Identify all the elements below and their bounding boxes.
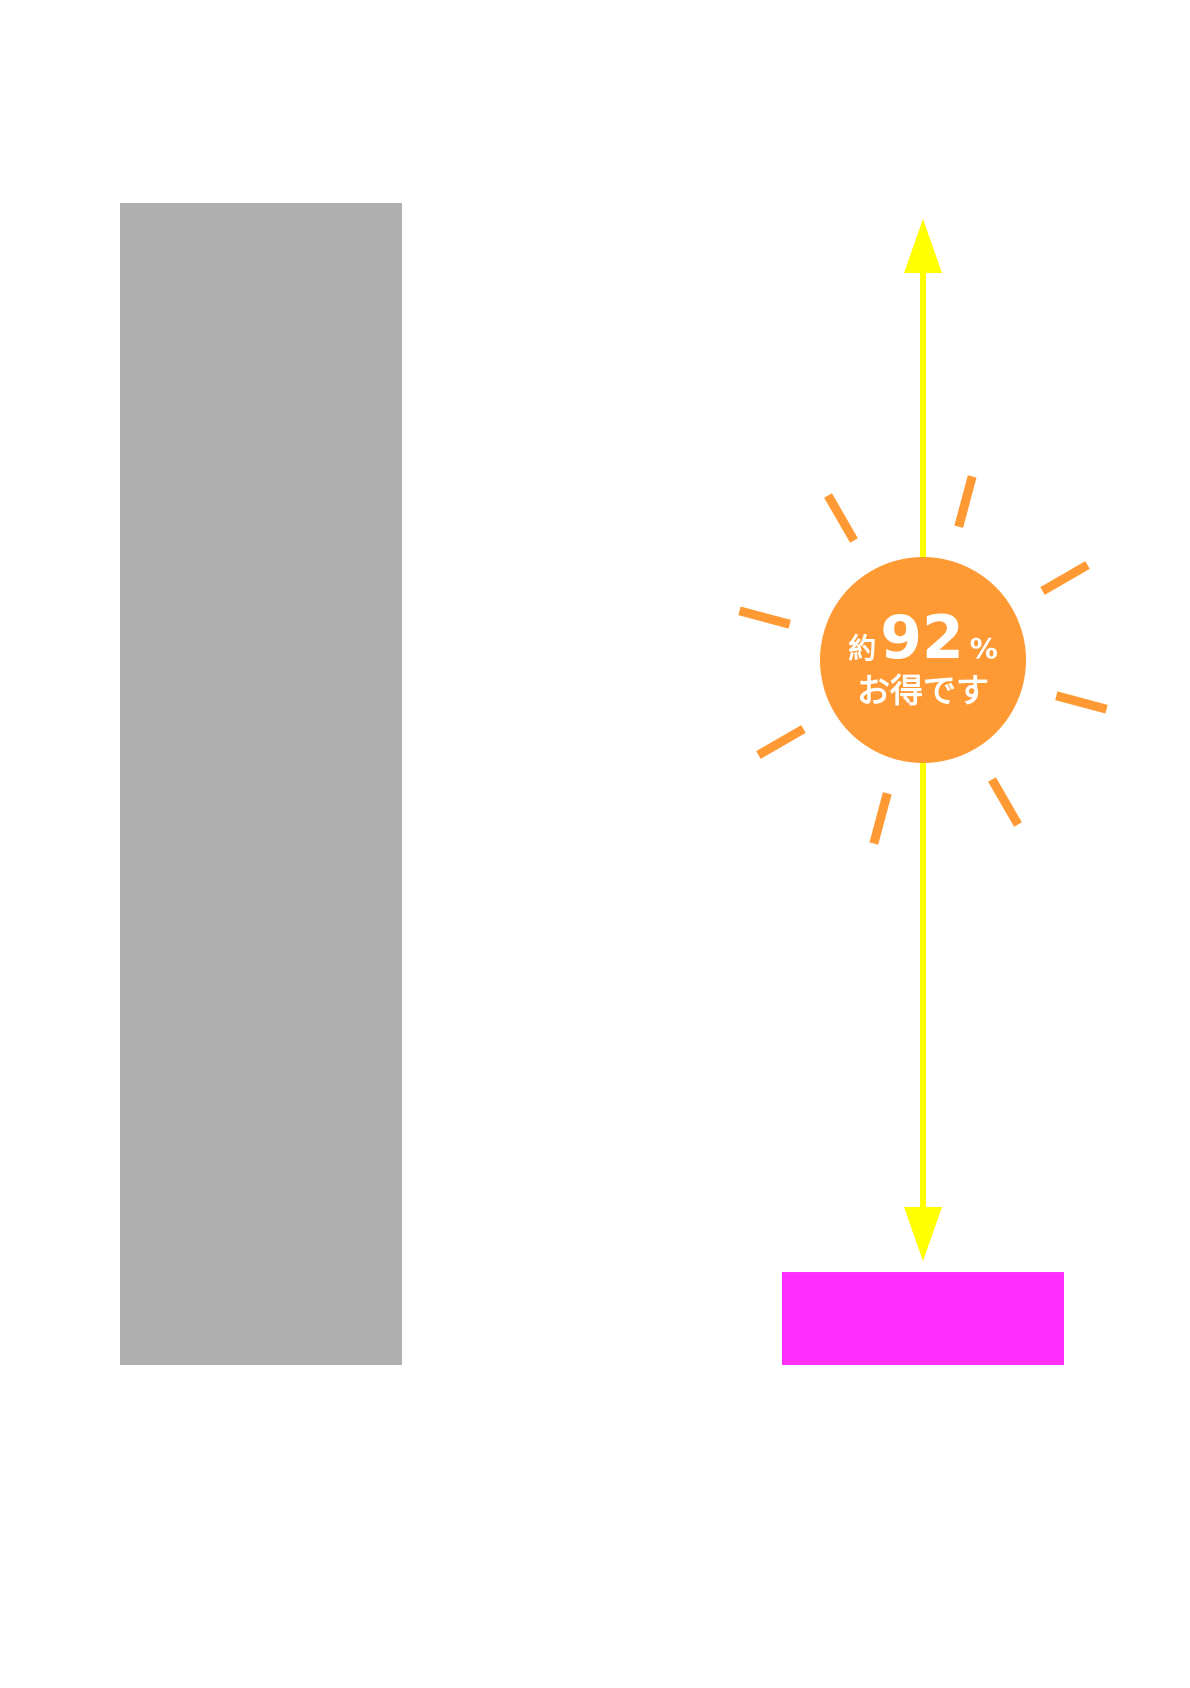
burst-rays bbox=[738, 475, 1108, 845]
bar-1 bbox=[120, 203, 402, 1365]
burst-ray-7 bbox=[756, 725, 806, 759]
burst-ray-3 bbox=[1040, 561, 1090, 595]
savings-badge-line2: お得です bbox=[857, 671, 989, 710]
savings-badge-suffix: % bbox=[970, 632, 998, 665]
burst-ray-5 bbox=[988, 777, 1022, 827]
savings-badge: 約92% お得です bbox=[820, 557, 1026, 763]
burst-ray-6 bbox=[869, 792, 892, 845]
arrow-head-down bbox=[904, 1207, 942, 1262]
savings-badge-prefix: 約 bbox=[848, 632, 876, 665]
savings-badge-number: 92 bbox=[880, 603, 964, 673]
savings-badge-line1: 約92% bbox=[848, 603, 998, 673]
arrow-head-up bbox=[904, 219, 942, 273]
bars-layer bbox=[120, 203, 1064, 1365]
burst-ray-4 bbox=[1055, 691, 1108, 714]
savings-badge-circle bbox=[820, 557, 1026, 763]
bar-2 bbox=[782, 1272, 1064, 1365]
burst-ray-1 bbox=[824, 493, 858, 543]
burst-ray-8 bbox=[738, 606, 791, 629]
burst-ray-2 bbox=[954, 475, 977, 528]
